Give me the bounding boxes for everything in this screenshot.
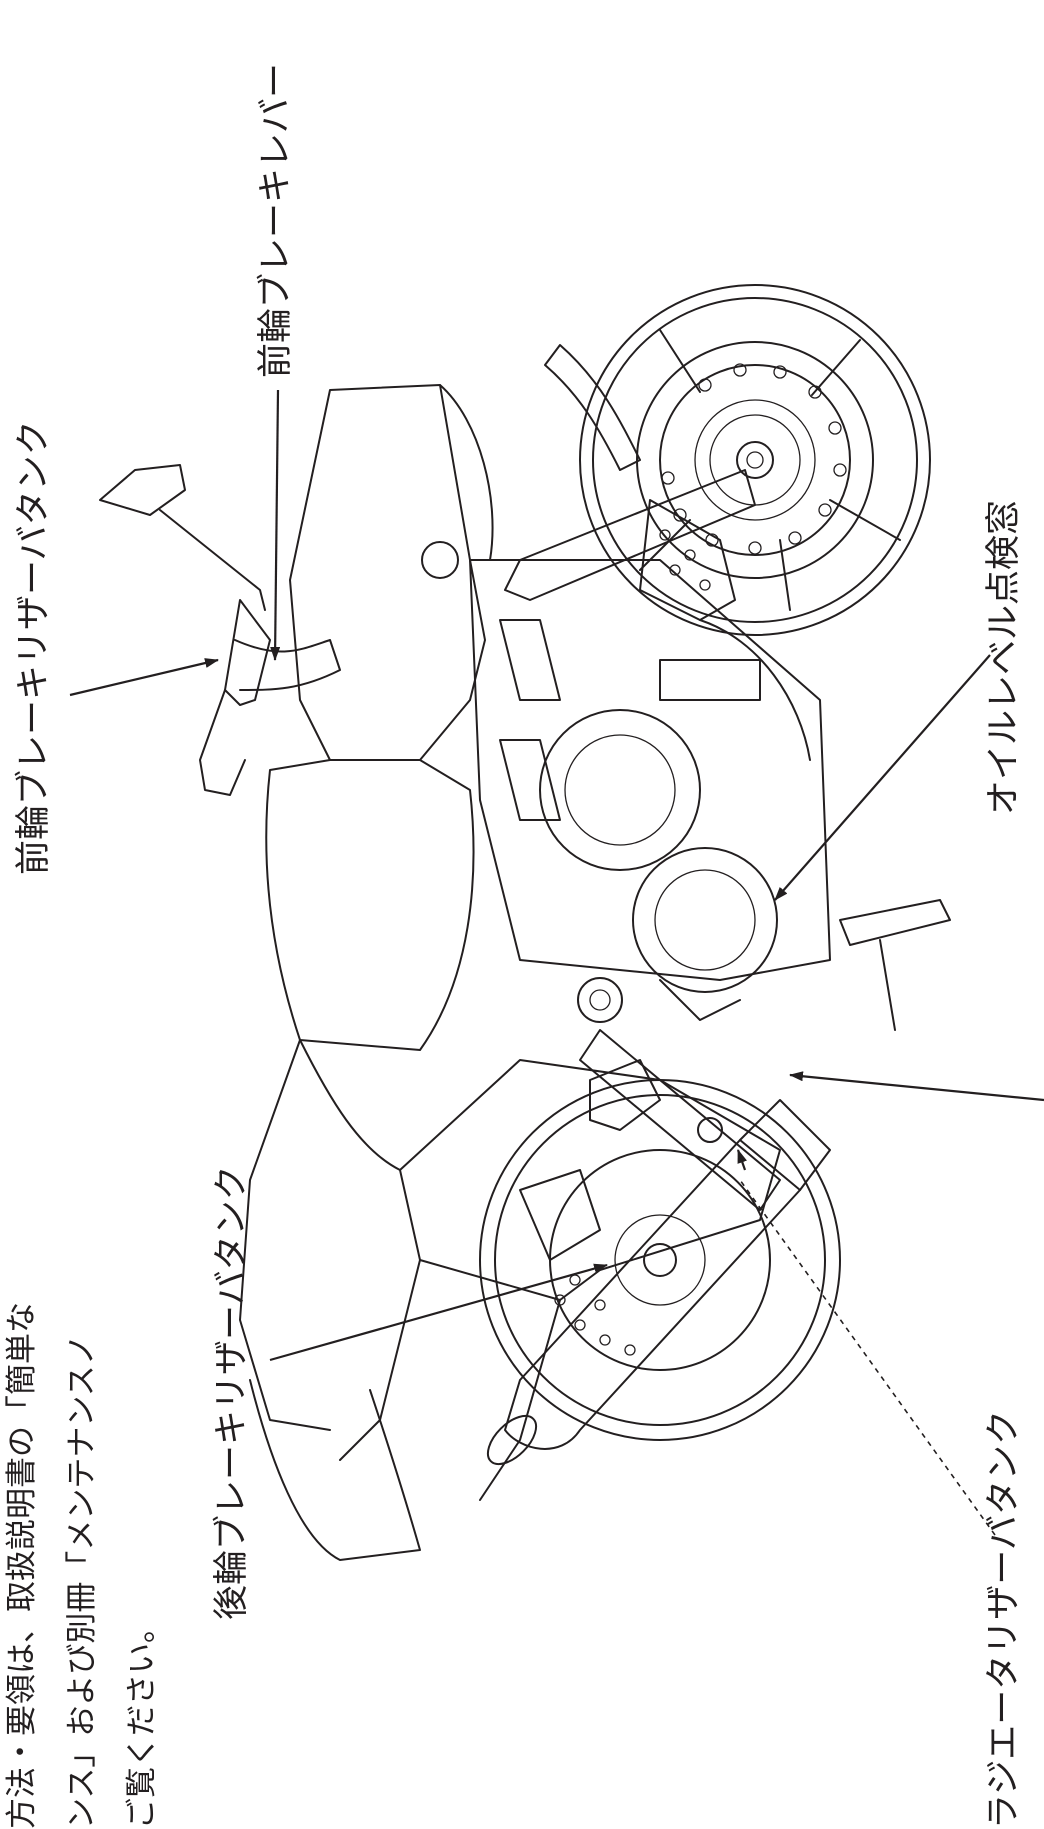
note-line-2: ンス」および別冊「メンテナンスノ: [64, 1334, 100, 1829]
front-brake-lever-label: 前輪ブレーキレバー: [256, 63, 296, 378]
rear-wheel: [479, 1079, 841, 1441]
motorcycle-illustration: [99, 284, 951, 1561]
note-line-1: 方法・要領は、取扱説明書の「簡単な: [4, 1302, 40, 1829]
note-line-3: ご覧ください。: [124, 1612, 160, 1829]
maintenance-note: 方法・要領は、取扱説明書の「簡単な ンス」および別冊「メンテナンスノ ご覧くださ…: [4, 1302, 160, 1829]
leader-lines: [69, 389, 1044, 1536]
oil-level-window-label: オイルレベル点検窓: [984, 500, 1024, 815]
radiator-reservoir-label: ラジエータリザーバタンク: [984, 1410, 1024, 1829]
front-brake-reservoir-label: 前輪ブレーキリザーバタンク: [14, 420, 54, 875]
engine: [469, 559, 831, 1023]
rear-brake-reservoir-label: 後輪ブレーキリザーバタンク: [212, 1165, 252, 1620]
front-wheel: [579, 284, 931, 636]
